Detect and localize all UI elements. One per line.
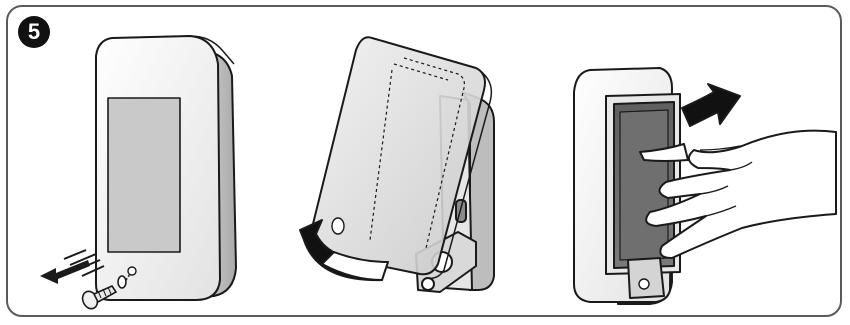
closed-housing [96, 36, 236, 300]
removal-arrows-icon [40, 250, 104, 284]
